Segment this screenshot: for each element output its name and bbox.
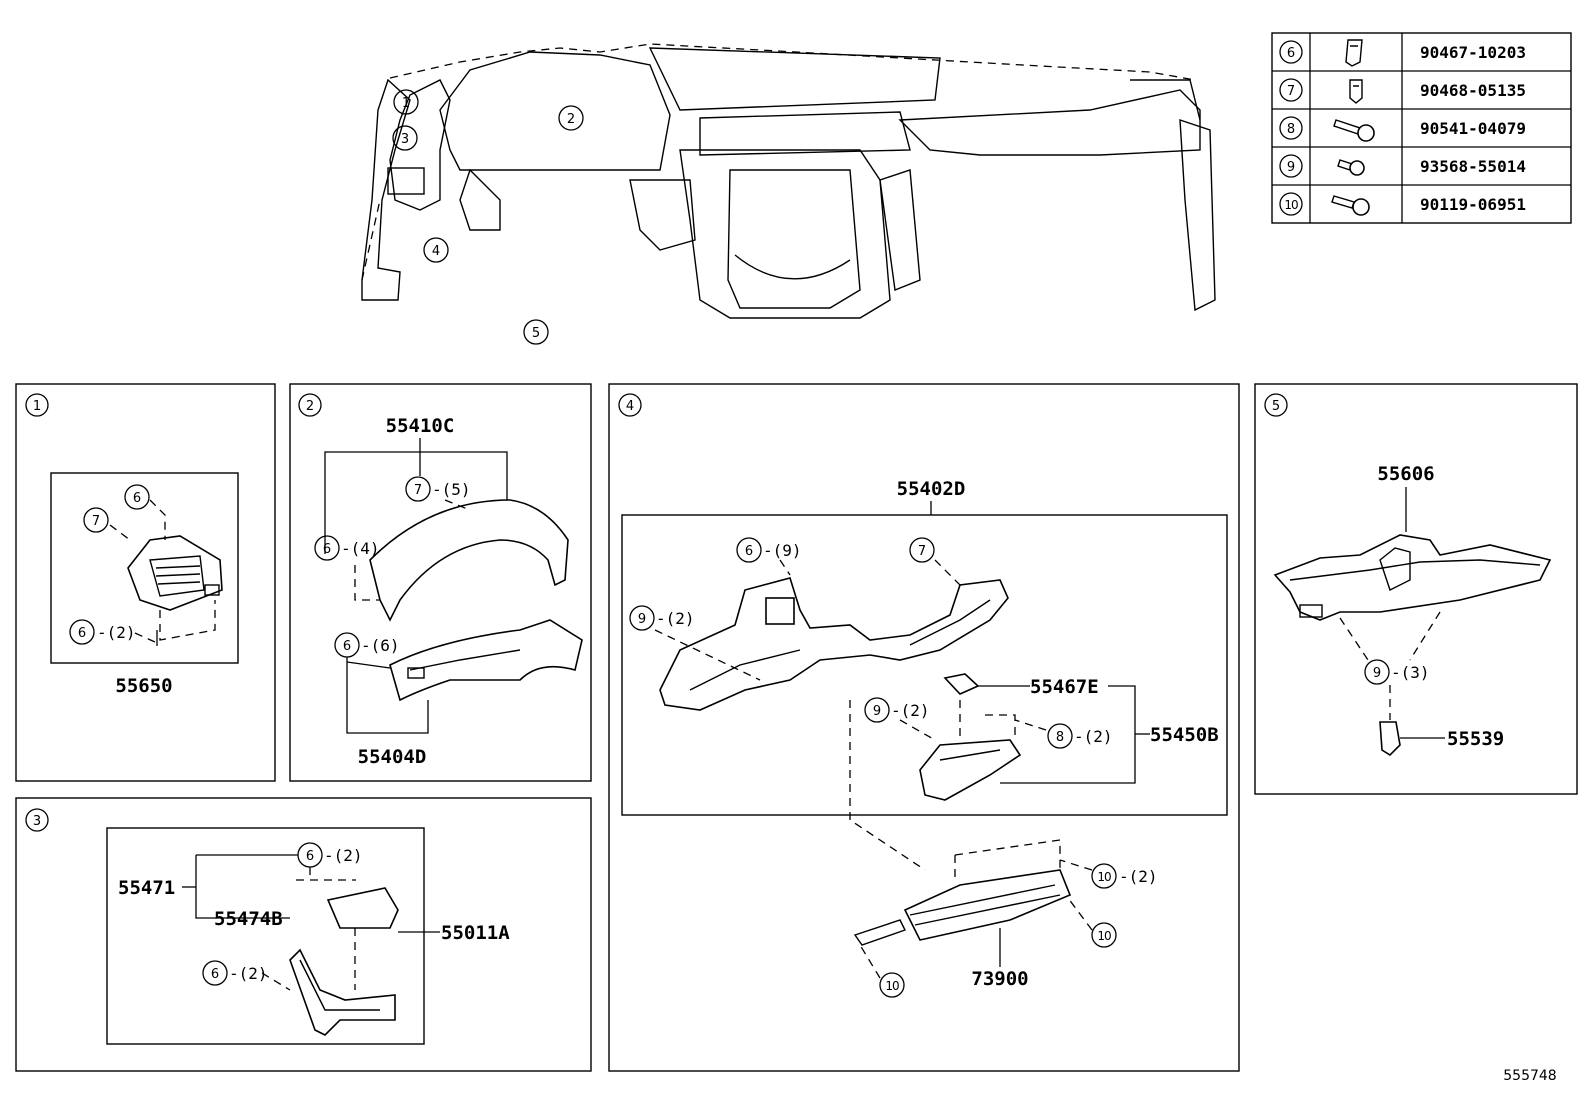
svg-text:90541-04079: 90541-04079 [1420,119,1526,138]
svg-text:90468-05135: 90468-05135 [1420,81,1526,100]
table-row: 6 90467-10203 [1279,39,1526,67]
cluster-finish-panel-part [389,619,583,702]
svg-text:-(9): -(9) [763,541,802,560]
lower-panel-part [289,948,396,1036]
lower-dash-panel-part [659,577,1009,711]
air-vent-part [127,535,223,611]
svg-text:8: 8 [1287,122,1295,137]
panel-1: 1 6 7 6 -(2) 55650 [15,383,276,782]
overview-callout-2: 2 [558,105,584,131]
svg-text:6: 6 [306,849,314,864]
part-number-55450B: 55450B [1150,724,1219,746]
svg-text:6: 6 [745,544,753,559]
screw-icon [1337,159,1365,176]
svg-text:8: 8 [1056,730,1064,745]
glove-box-door-part [919,739,1022,801]
svg-text:4: 4 [626,399,634,414]
svg-text:3: 3 [401,132,409,147]
part-number-55539: 55539 [1447,728,1504,750]
svg-text:9: 9 [1373,666,1381,681]
svg-text:-(2): -(2) [97,623,136,642]
svg-text:7: 7 [918,544,926,559]
svg-text:6: 6 [323,542,331,557]
svg-text:2: 2 [306,399,314,414]
part-number-55650: 55650 [115,675,172,697]
svg-text:90467-10203: 90467-10203 [1420,43,1526,62]
svg-text:5: 5 [1272,399,1280,414]
svg-text:-(2): -(2) [656,609,695,628]
clip-icon [1349,79,1363,104]
clip-icon [1345,39,1363,67]
svg-text:3: 3 [33,814,41,829]
table-row: 9 93568-55014 [1279,154,1526,178]
svg-text:10: 10 [1284,198,1298,212]
svg-text:6: 6 [78,626,86,641]
table-row: 10 90119-06951 [1279,192,1526,216]
svg-text:-(2): -(2) [1119,867,1158,886]
svg-text:7: 7 [92,514,100,529]
svg-text:10: 10 [1097,929,1111,943]
svg-text:-(2): -(2) [229,964,268,983]
table-row: 7 90468-05135 [1279,78,1526,104]
svg-text:-(2): -(2) [1074,727,1113,746]
part-number-55011A: 55011A [441,922,510,944]
part-number-73900: 73900 [971,968,1028,990]
svg-text:-(3): -(3) [1391,663,1430,682]
overview-callout-1: 1 [393,89,419,115]
figure-number: 555748 [1503,1068,1556,1084]
part-number-55474B: 55474B [214,908,283,930]
part-number-55402D: 55402D [897,478,966,500]
bracket-55606-part [1273,534,1552,621]
panel-4: 4 55402D 6 -(9) 7 9 -(2) 55467E 55450B 9… [608,383,1240,1072]
svg-text:2: 2 [567,112,575,127]
svg-text:9: 9 [638,612,646,627]
svg-text:6: 6 [211,967,219,982]
svg-text:4: 4 [432,244,440,259]
part-number-55606: 55606 [1377,463,1434,485]
panel-5: 5 55606 9 -(3) 55539 [1254,383,1578,795]
meter-hood-part [369,499,569,622]
svg-text:-(4): -(4) [341,539,380,558]
panel-2: 2 55410C 7 -(5) 6 -(4) 6 -(6) 55404D [289,383,592,782]
panel-insert-part [326,887,399,929]
svg-text:-(6): -(6) [361,636,400,655]
svg-text:9: 9 [873,704,881,719]
bolt-icon [1331,195,1370,216]
pin-icon [1333,119,1375,142]
overview-callout-4: 4 [423,237,449,263]
svg-text:6: 6 [1287,46,1295,61]
svg-text:1: 1 [33,399,41,414]
part-number-55467E: 55467E [1030,676,1099,698]
panel-3: 3 6 -(2) 55471 55474B 55011A 6 -(2) [15,797,592,1072]
svg-text:7: 7 [414,483,422,498]
overview-callout-5: 5 [523,319,549,345]
glove-box-73900-part [853,869,1072,946]
part-number-55471: 55471 [118,877,175,899]
svg-text:6: 6 [133,491,141,506]
svg-text:10: 10 [1097,870,1111,884]
svg-text:7: 7 [1287,84,1295,99]
part-number-55404D: 55404D [358,746,427,768]
svg-text:-(2): -(2) [324,846,363,865]
bracket-55467E-part [943,673,980,695]
svg-text:-(5): -(5) [432,480,471,499]
fastener-table: 6 90467-10203 7 90468-05135 8 90541-0407… [1271,32,1572,224]
svg-text:90119-06951: 90119-06951 [1420,195,1526,214]
part-number-55410C: 55410C [386,415,455,437]
dashboard-overview-drawing [361,43,1216,319]
svg-text:93568-55014: 93568-55014 [1420,157,1526,176]
clip-55539-part [1379,721,1401,757]
svg-text:10: 10 [885,979,899,993]
svg-text:5: 5 [532,326,540,341]
svg-text:1: 1 [402,96,410,111]
svg-text:6: 6 [343,639,351,654]
svg-text:9: 9 [1287,160,1295,175]
table-row: 8 90541-04079 [1279,116,1526,142]
overview-callout-3: 3 [392,125,418,151]
svg-text:-(2): -(2) [891,701,930,720]
